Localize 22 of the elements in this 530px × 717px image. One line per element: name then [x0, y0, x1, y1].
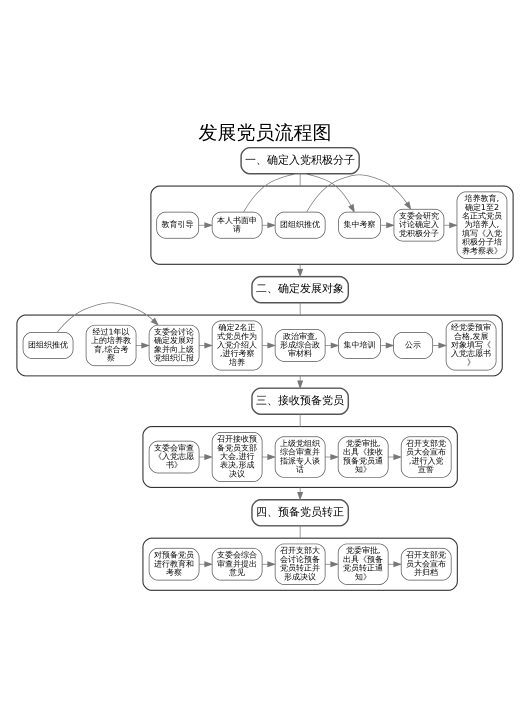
cluster: [142, 538, 458, 591]
arrow: [262, 342, 276, 348]
cluster: [16, 314, 503, 376]
node-box: 二、确定发展对象: [251, 276, 350, 304]
cluster: [150, 186, 514, 265]
arrow: [388, 454, 402, 460]
arrow: [198, 342, 214, 348]
arrow: [136, 342, 150, 348]
arrow: [324, 342, 340, 348]
arrow: [262, 454, 276, 460]
arrow: [198, 454, 214, 460]
arrow: [56, 302, 160, 333]
node-box: 四、预备党员转正: [251, 499, 350, 527]
arrow: [380, 342, 394, 348]
arrow: [324, 454, 340, 460]
cluster: [142, 426, 458, 488]
node-box: 三、接收预备党员: [251, 387, 350, 415]
arrow: [306, 174, 412, 213]
arrow: [432, 342, 448, 348]
node-box: 一、确定入党积极分子: [240, 146, 360, 174]
arrow: [243, 173, 355, 214]
diagram-title: 发展党员流程图: [198, 122, 332, 144]
